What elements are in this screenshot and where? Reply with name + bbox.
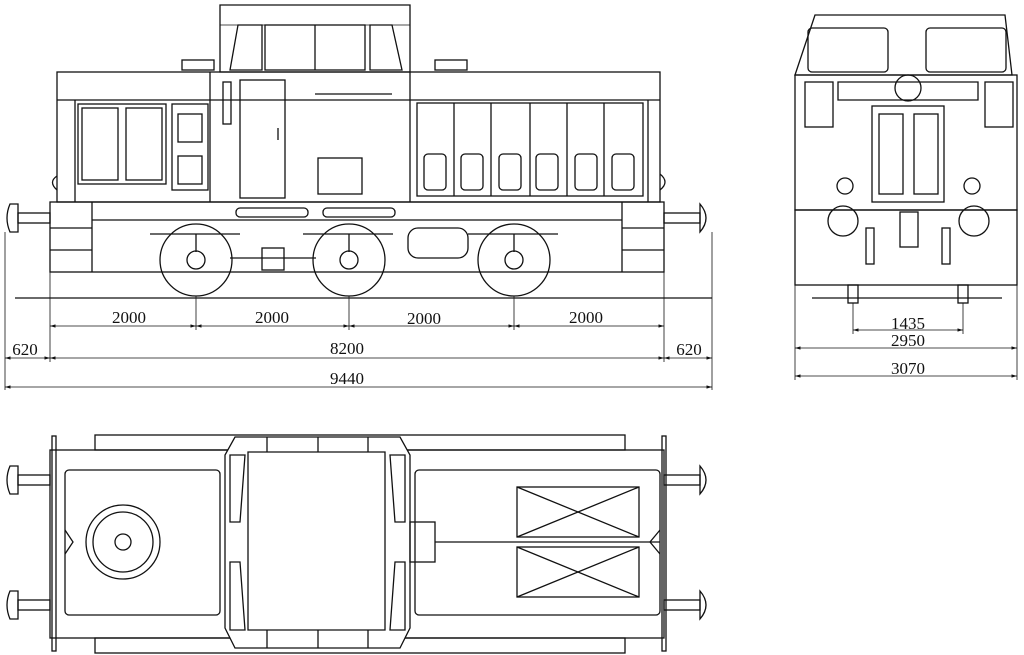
dim-overhang-right: 620 (676, 340, 702, 359)
top-view (6, 434, 707, 654)
cab-roof-top (224, 436, 411, 649)
dim-length-frame: 8200 (330, 339, 364, 358)
front-door (871, 105, 945, 203)
short-hood-top (64, 469, 221, 616)
radiator-grille-top (516, 486, 640, 538)
radiator-grille-bottom (516, 546, 640, 598)
buffer-right (663, 202, 707, 234)
dim-axle-3: 2000 (407, 309, 441, 328)
dim-frame-width: 2950 (891, 331, 925, 350)
dim-overall-width: 3070 (891, 359, 925, 378)
dim-length-buffers: 9440 (330, 369, 364, 388)
hood-doors (423, 103, 635, 196)
exhaust-stack (85, 504, 161, 580)
dim-axle-4: 2000 (569, 308, 603, 327)
wheelset-1 (150, 223, 240, 297)
horn-left (181, 59, 215, 71)
top-buffers (6, 464, 707, 621)
side-view: 2000 2000 2000 2000 620 8200 620 9440 (4, 4, 713, 390)
horn-right (434, 59, 468, 71)
dim-overhang-left: 620 (12, 340, 38, 359)
front-buffer-left (827, 205, 859, 237)
front-view: 1435 2950 3070 (794, 14, 1018, 380)
front-dimensions (794, 285, 1018, 380)
dim-axle-2: 2000 (255, 308, 289, 327)
wheelset-3 (468, 223, 558, 297)
side-dimensions (4, 232, 713, 390)
dim-gauge: 1435 (891, 314, 925, 333)
fuel-tank (407, 227, 469, 259)
wheelset-2 (303, 223, 393, 297)
hood-body (56, 71, 661, 203)
underframe (49, 201, 665, 273)
front-cab (794, 14, 1013, 76)
front-coupler (899, 211, 919, 248)
front-body (794, 74, 1018, 211)
cab-panel (317, 157, 363, 195)
buffer-left (6, 203, 51, 233)
front-buffer-right (958, 205, 990, 237)
headlight-top (894, 74, 922, 102)
dim-axle-1: 2000 (112, 308, 146, 327)
front-frame (794, 209, 1018, 286)
cab-door (239, 79, 286, 199)
cab-roof (219, 4, 411, 73)
